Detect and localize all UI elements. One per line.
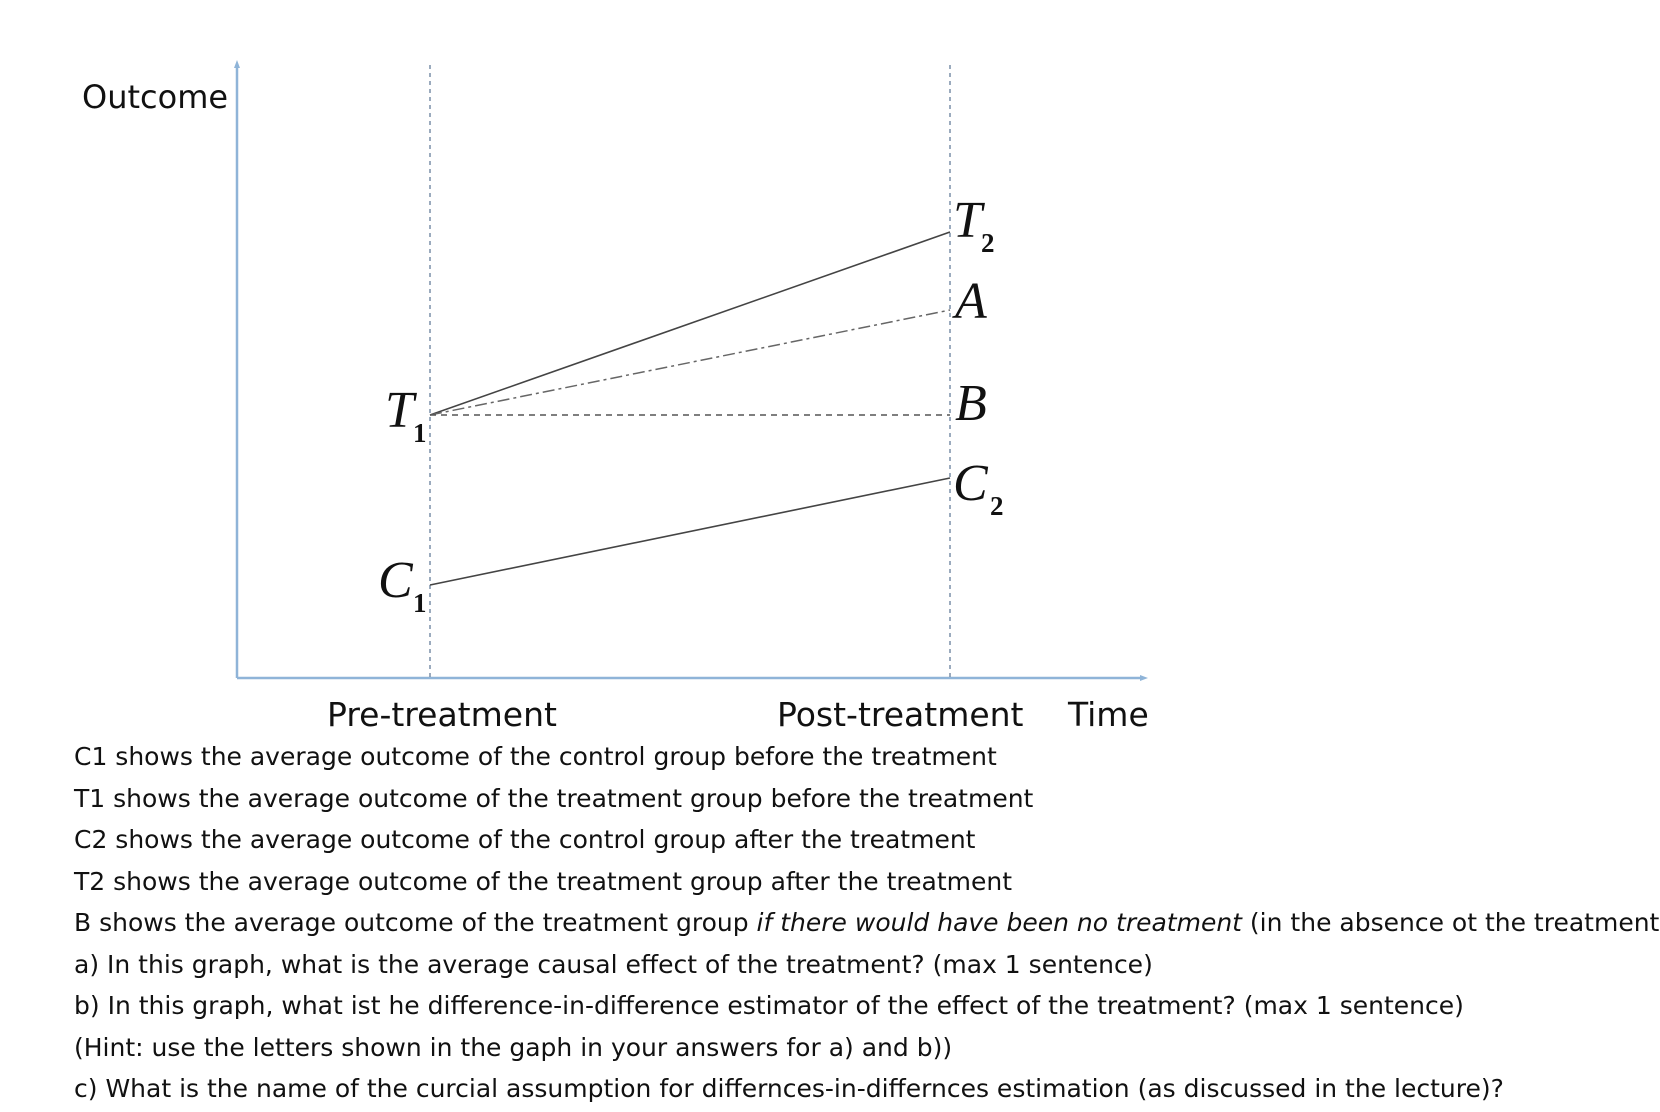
treatment-line <box>429 231 951 416</box>
did-diagram: Outcome T 2 A B C 2 T 1 C 1 Pre-treatmen… <box>82 60 1149 730</box>
t1-description: T1 shows the average outcome of the trea… <box>74 783 1034 813</box>
svg-text:T: T <box>953 192 985 249</box>
question-b: b) In this graph, what ist he difference… <box>74 991 1464 1020</box>
point-t2: T 2 <box>953 192 995 258</box>
c1-description: C1 shows the average outcome of the cont… <box>74 742 997 771</box>
svg-text:C: C <box>953 455 989 512</box>
svg-text:A: A <box>952 273 987 330</box>
parallel-trend-line <box>429 309 951 416</box>
y-axis-label: Outcome <box>82 78 228 116</box>
svg-text:T: T <box>385 382 417 439</box>
svg-text:C: C <box>378 552 414 609</box>
point-t1: T 1 <box>385 382 427 448</box>
x-axis-label: Time <box>1067 695 1149 730</box>
point-c1: C 1 <box>378 552 427 618</box>
y-axis-arrow <box>234 60 240 68</box>
question-c: c) What is the name of the curcial assum… <box>74 1074 1504 1103</box>
b-description-start: B shows the average outcome of the treat… <box>74 908 757 937</box>
control-line <box>429 477 951 586</box>
question-text: C1 shows the average outcome of the cont… <box>74 736 1660 1110</box>
point-c2: C 2 <box>953 455 1004 521</box>
point-a: A <box>952 273 987 330</box>
question-a: a) In this graph, what is the average ca… <box>74 949 1153 979</box>
b-description-end: (in the absence ot the treatment) <box>1241 908 1660 937</box>
c2-description: C2 shows the average outcome of the cont… <box>74 825 976 854</box>
svg-text:B: B <box>955 375 987 432</box>
point-b: B <box>955 375 987 432</box>
svg-text:1: 1 <box>413 418 427 448</box>
pre-treatment-label: Pre-treatment <box>327 695 557 730</box>
post-treatment-label: Post-treatment <box>777 695 1024 730</box>
x-axis-arrow <box>1140 675 1148 681</box>
t2-description: T2 shows the average outcome of the trea… <box>74 866 1013 896</box>
svg-text:1: 1 <box>413 588 427 618</box>
hint: (Hint: use the letters shown in the gaph… <box>74 1032 953 1062</box>
svg-text:2: 2 <box>990 491 1004 521</box>
svg-text:2: 2 <box>981 228 995 258</box>
b-description-italic: if there would have been no treatment <box>756 908 1242 937</box>
b-description: B shows the average outcome of the treat… <box>74 902 1660 944</box>
